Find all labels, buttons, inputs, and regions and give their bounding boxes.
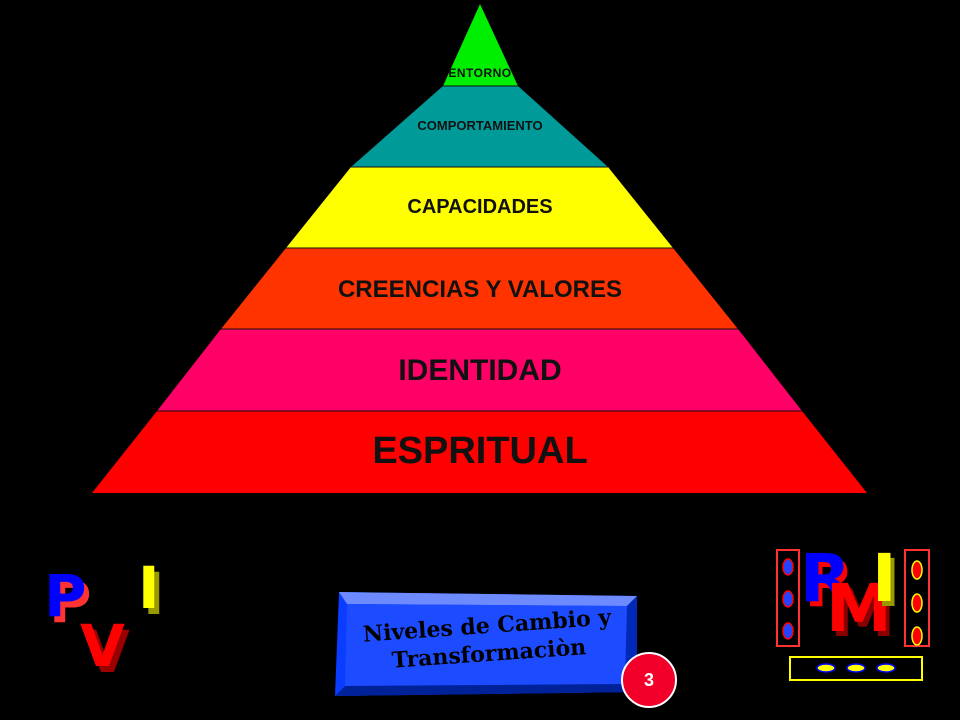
level-capacidades-band <box>286 167 673 248</box>
level-creencias-band <box>221 248 738 329</box>
level-label-comportamiento: COMPORTAMIENTO <box>417 118 543 133</box>
level-label-espritual: ESPRITUAL <box>372 430 588 472</box>
level-entorno-band <box>443 4 518 86</box>
level-label-entorno: ENTORNO <box>448 66 512 80</box>
logo-letter-v: V <box>80 612 125 680</box>
logo-letter-p: P <box>44 562 87 630</box>
rmi-letter-r: R <box>800 540 851 617</box>
level-identidad-band <box>157 329 802 411</box>
rmi-logo <box>776 549 930 681</box>
level-label-identidad: IDENTIDAD <box>398 354 562 387</box>
pvi-logo: P V I <box>30 554 180 690</box>
rmi-letter-i: I <box>872 540 897 617</box>
page-number-badge: 3 <box>621 652 677 708</box>
logo-letter-i: I <box>138 554 160 622</box>
level-label-creencias: CREENCIAS Y VALORES <box>337 276 623 303</box>
level-comportamiento-band <box>351 86 608 167</box>
rmi-letter-m: M <box>826 570 892 647</box>
level-espritual-band <box>92 411 867 493</box>
level-label-capacidades: CAPACIDADES <box>407 196 553 218</box>
